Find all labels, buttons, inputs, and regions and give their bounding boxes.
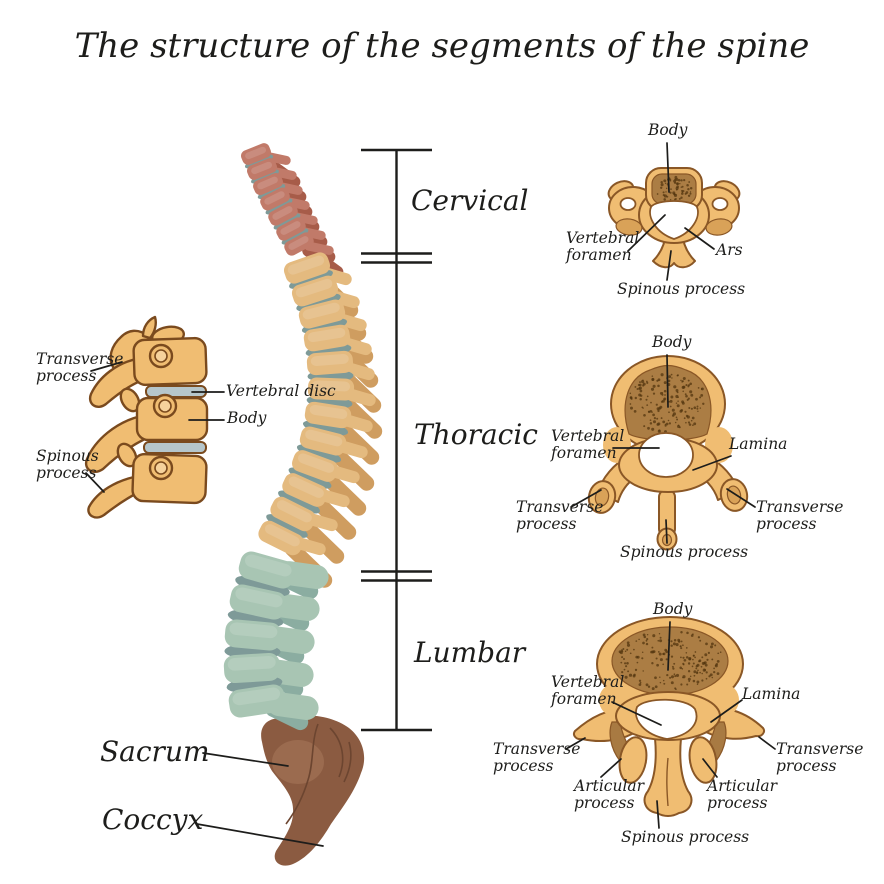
lumbar-body-label: Body bbox=[653, 600, 693, 618]
cervical-spinous-process-label: Spinous process bbox=[617, 280, 746, 298]
vertebra-body bbox=[307, 377, 355, 401]
thoracic-transverse-process-right-label: Transverse process bbox=[756, 498, 844, 534]
thoracic-vertebral-foramen-label: Vertebral foramen bbox=[551, 427, 625, 463]
cervical-body-leader-line bbox=[666, 142, 670, 193]
vertebral-disc bbox=[265, 198, 293, 215]
vertebrae-inset bbox=[84, 315, 209, 519]
lumbar-segment-label: Lumbar bbox=[414, 636, 526, 669]
inset-spinous-leader-line bbox=[85, 472, 105, 493]
lumbar-transverse-process-right-label: Transverse process bbox=[776, 740, 864, 776]
vertebra-body bbox=[247, 158, 277, 180]
vertebra-body bbox=[292, 450, 338, 482]
lumbar-spinous-process-label: Spinous process bbox=[621, 828, 750, 846]
vertebra-body bbox=[299, 426, 347, 456]
vertebra-body bbox=[228, 684, 286, 718]
thoracic-lamina-leader-line bbox=[692, 455, 732, 471]
sacrum-label: Sacrum bbox=[100, 735, 210, 768]
lumbar-transverse-right-leader-line bbox=[758, 736, 776, 750]
cervical-cross-section bbox=[607, 167, 741, 269]
vertebral-disc bbox=[289, 269, 333, 290]
vertebral-disc bbox=[273, 213, 301, 230]
vertebral-disc bbox=[235, 575, 290, 597]
cervical-ars-leader-line bbox=[684, 227, 715, 250]
thoracic-segment-label: Thoracic bbox=[414, 418, 538, 451]
lumbar-vertebral-foramen-label: Vertebral foramen bbox=[551, 673, 625, 709]
lumbar-transverse-left-leader-line bbox=[565, 737, 586, 750]
vertebra-body bbox=[306, 350, 354, 376]
lumbar-lamina-label: Lamina bbox=[742, 685, 801, 703]
vertebra-body bbox=[303, 324, 351, 352]
coccyx-label: Coccyx bbox=[102, 803, 204, 836]
thoracic-spinous-process-label: Spinous process bbox=[620, 543, 749, 561]
vertebra-body bbox=[282, 473, 328, 507]
lumbar-cross-section bbox=[572, 616, 766, 817]
cervical-segment-label: Cervical bbox=[411, 184, 529, 217]
cervical-vertebral-foramen-label: Vertebral foramen bbox=[566, 229, 640, 265]
vertebra-body bbox=[241, 143, 271, 165]
vertebra-body bbox=[223, 652, 281, 684]
sacrum-coccyx-shape bbox=[261, 715, 365, 866]
vertebra-body bbox=[284, 232, 314, 256]
vertebra-body bbox=[229, 584, 287, 620]
lumbar-lamina-leader-line bbox=[710, 699, 743, 723]
inset-transverse-leader-line bbox=[90, 361, 123, 372]
sacrum-leader-line bbox=[202, 752, 289, 767]
vertebra-body bbox=[253, 172, 283, 196]
vertebral-disc bbox=[278, 490, 320, 514]
vertebra-body bbox=[276, 217, 306, 241]
lumbar-foramen-leader-line bbox=[611, 701, 662, 726]
cervical-spinous-leader-line bbox=[666, 250, 672, 281]
cervical-ars-label: Ars bbox=[716, 241, 743, 259]
vertebral-disc bbox=[296, 444, 342, 463]
vertebra-process bbox=[326, 444, 375, 491]
lumbar-transverse-process-left-label: Transverse process bbox=[493, 740, 581, 776]
vertebra-body bbox=[238, 551, 296, 589]
thoracic-body-label: Body bbox=[652, 333, 692, 351]
coccyx-leader-line bbox=[196, 823, 324, 847]
inset-spinous-process-label: Spinous process bbox=[36, 447, 99, 483]
vertebral-disc bbox=[257, 183, 286, 200]
vertebral-disc bbox=[281, 228, 309, 245]
inset-body-label: Body bbox=[227, 409, 267, 427]
vertebra-body bbox=[260, 187, 290, 211]
leader-lines bbox=[85, 142, 776, 847]
lumbar-articular-left-leader-line bbox=[600, 758, 622, 778]
cervical-body-label: Body bbox=[648, 121, 688, 139]
spine-column bbox=[223, 143, 383, 731]
thoracic-lamina-label: Lamina bbox=[729, 435, 788, 453]
thoracic-transverse-right-leader-line bbox=[726, 488, 756, 508]
inset-vertebral-disc-label: Vertebral disc bbox=[226, 382, 336, 400]
lumbar-articular-process-right-label: Articular process bbox=[707, 777, 778, 813]
vertebra-body bbox=[304, 401, 352, 429]
vertebra-body bbox=[224, 619, 282, 651]
vertebra-body bbox=[258, 520, 304, 556]
vertebra-body bbox=[268, 202, 298, 226]
vertebra-body bbox=[283, 252, 331, 284]
vertebra-body bbox=[291, 275, 339, 307]
lumbar-articular-right-leader-line bbox=[702, 758, 718, 778]
vertebral-disc bbox=[288, 467, 332, 489]
vertebral-disc bbox=[266, 514, 308, 538]
vertebral-disc bbox=[302, 420, 349, 436]
segment-bracket bbox=[361, 148, 432, 732]
thoracic-transverse-left-leader-line bbox=[570, 489, 602, 508]
page-title: The structure of the segments of the spi… bbox=[74, 26, 810, 66]
lumbar-articular-process-left-label: Articular process bbox=[574, 777, 645, 813]
thoracic-transverse-process-left-label: Transverse process bbox=[516, 498, 604, 534]
vertebra-body bbox=[298, 299, 346, 329]
lumbar-spinous-leader-line bbox=[656, 800, 660, 829]
lumbar-body-leader-line bbox=[667, 621, 671, 671]
cervical-foramen-leader-line bbox=[627, 214, 666, 252]
vertebra-body bbox=[270, 496, 316, 532]
thoracic-spinous-leader-line bbox=[665, 519, 668, 544]
inset-transverse-process-label: Transverse process bbox=[36, 350, 124, 386]
thoracic-body-leader-line bbox=[666, 354, 669, 408]
